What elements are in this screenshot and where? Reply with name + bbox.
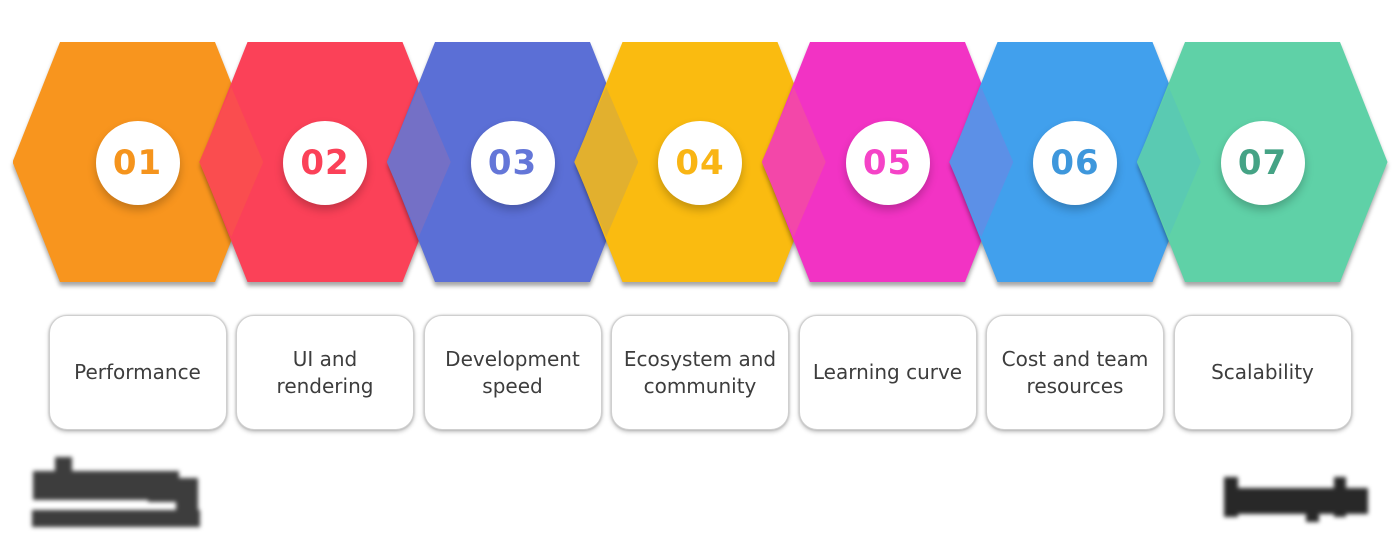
card-label: Ecosystem and community: [623, 347, 777, 398]
step-number: 05: [862, 143, 913, 183]
step-number: 03: [487, 143, 538, 183]
watermark-block: [33, 471, 179, 500]
card-label: Cost and team resources: [1001, 347, 1149, 398]
watermark-block: [1306, 503, 1319, 522]
step-number-badge: 06: [1033, 121, 1117, 205]
step-number-badge: 02: [283, 121, 367, 205]
step-number: 01: [112, 143, 163, 183]
step-number: 07: [1237, 143, 1288, 183]
step-number: 02: [300, 143, 350, 183]
watermark-block: [1224, 477, 1238, 517]
step-number: 04: [675, 143, 725, 183]
card-label: UI and rendering: [276, 347, 374, 398]
step-number-badge: 05: [845, 121, 930, 205]
step-number-badge: 01: [95, 121, 180, 205]
label-card: Performance: [48, 315, 227, 430]
watermark-block: [148, 478, 198, 502]
step-number-badge: 07: [1220, 121, 1305, 205]
step-number-badge: 04: [658, 121, 742, 205]
card-label: Development speed: [445, 347, 580, 398]
card-label: Scalability: [1211, 360, 1314, 385]
watermark-block: [176, 490, 198, 512]
label-card: Learning curve: [798, 315, 977, 430]
label-card: UI and rendering: [236, 315, 414, 430]
label-card: Ecosystem and community: [611, 315, 789, 430]
label-card: Scalability: [1173, 315, 1352, 430]
watermark-block: [1334, 477, 1346, 517]
card-label: Performance: [74, 360, 201, 385]
step-number-badge: 03: [470, 121, 555, 205]
watermark-block: [55, 457, 72, 499]
step-number: 06: [1050, 143, 1100, 183]
card-label: Learning curve: [812, 360, 963, 385]
label-card: Development speed: [423, 315, 602, 430]
watermark-block: [1224, 488, 1368, 514]
label-card: Cost and team resources: [986, 315, 1164, 430]
watermark-block: [32, 510, 200, 527]
